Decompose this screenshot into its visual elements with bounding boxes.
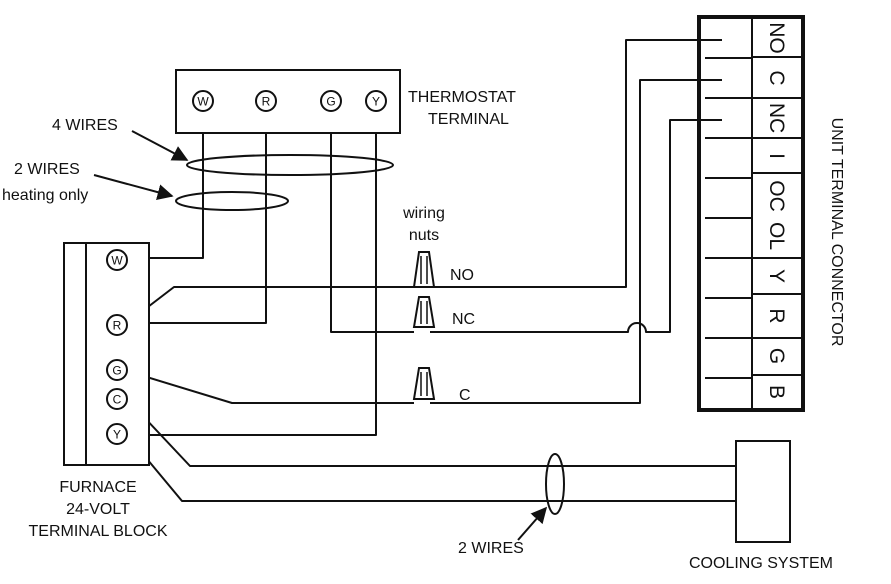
wire-label-no: NO — [450, 267, 474, 284]
two-wires-bottom-arrow — [517, 506, 548, 541]
wire-r — [127, 110, 267, 324]
wire-r-to-no-nut — [126, 286, 414, 324]
thermostat-terminal-w-label: W — [197, 95, 209, 109]
four-wires-label: 4 WIRES — [52, 117, 118, 134]
wire-nc — [430, 119, 722, 333]
wire-y-cooling — [126, 434, 736, 502]
furnace-terminal-r-label: R — [113, 319, 122, 333]
wire-no — [430, 39, 722, 288]
furnace-terminal-y: Y — [106, 423, 128, 445]
furnace-terminal-c-label: C — [113, 393, 122, 407]
unit-terminal-i: I — [765, 153, 788, 159]
unit-terminal-c: C — [765, 70, 788, 85]
furnace-terminal-g-label: G — [112, 364, 121, 378]
wire-label-c: C — [459, 387, 471, 404]
furnace-terminal-y-label: Y — [113, 428, 121, 442]
unit-connector-dividers — [752, 56, 803, 376]
four-wires-bundle — [186, 154, 394, 176]
thermostat-terminal-y-label: Y — [372, 95, 380, 109]
wire-c-cooling — [126, 398, 736, 467]
thermostat-terminal-g: G — [320, 90, 342, 112]
wiring-label-line2: nuts — [409, 227, 439, 244]
wiring-label-line1: wiring — [402, 205, 445, 222]
furnace-label-line2: 24-VOLT — [66, 501, 130, 518]
unit-terminal-ol: OL — [765, 222, 788, 250]
cooling-system-box — [735, 440, 791, 543]
two-wires-bottom-label: 2 WIRES — [458, 540, 524, 557]
four-wires-arrow — [131, 130, 189, 161]
thermostat-terminal-r: R — [255, 90, 277, 112]
furnace-label-line1: FURNACE — [59, 479, 136, 496]
furnace-label-line3: TERMINAL BLOCK — [29, 523, 168, 540]
thermostat-label-line1: THERMOSTAT — [408, 89, 516, 106]
furnace-terminal-block: W R G C Y FURNACE 24-VOLT TERMINAL BLOCK — [29, 242, 168, 540]
two-wires-bundle — [175, 191, 289, 211]
wiring-nut-c — [412, 367, 436, 400]
cooling-system-label: COOLING SYSTEM — [689, 555, 833, 572]
unit-terminal-y: Y — [765, 269, 788, 283]
furnace-terminal-w-label: W — [111, 254, 123, 268]
thermostat-terminal-w: W — [192, 90, 214, 112]
thermostat-terminal-g-label: G — [326, 95, 335, 109]
furnace-terminal-c: C — [106, 388, 128, 410]
wire-y — [127, 110, 377, 436]
two-wires-label: 2 WIRES — [14, 161, 80, 178]
unit-terminal-g: G — [765, 348, 788, 364]
furnace-terminal-r: R — [106, 314, 128, 336]
wire-g-thermostat — [330, 110, 414, 333]
unit-terminal-connector: NO C NC I OC OL Y R G B UNIT TERMINAL CO… — [697, 15, 845, 412]
wire-g-furnace — [126, 370, 414, 404]
wire-label-nc: NC — [452, 311, 475, 328]
unit-connector-cells — [705, 57, 752, 379]
unit-terminal-nc: NC — [765, 103, 788, 133]
unit-terminal-no: NO — [765, 22, 788, 54]
thermostat-terminal-y: Y — [365, 90, 387, 112]
wiring-nut-no — [412, 251, 436, 288]
furnace-terminal-g: G — [106, 359, 128, 381]
wiring-nut-nc — [412, 296, 436, 328]
unit-terminal-r: R — [765, 308, 788, 323]
furnace-terminal-w: W — [106, 249, 128, 271]
unit-terminal-oc: OC — [765, 180, 788, 212]
wire-c — [430, 79, 722, 404]
wiring-nuts: wiring nuts NO NC C — [402, 205, 475, 404]
two-wires-bottom-bundle — [545, 453, 565, 515]
thermostat-terminal-r-label: R — [262, 95, 271, 109]
unit-terminal-b: B — [765, 385, 788, 399]
furnace-block-outer — [63, 242, 150, 466]
heating-only-label: heating only — [2, 187, 88, 204]
thermostat-terminal: W R G Y THERMOSTAT TERMINAL — [175, 69, 516, 134]
two-wires-arrow — [93, 174, 174, 200]
thermostat-label-line2: TERMINAL — [428, 111, 509, 128]
unit-connector-label: UNIT TERMINAL CONNECTOR — [828, 118, 845, 347]
cooling-system: COOLING SYSTEM — [689, 440, 833, 572]
